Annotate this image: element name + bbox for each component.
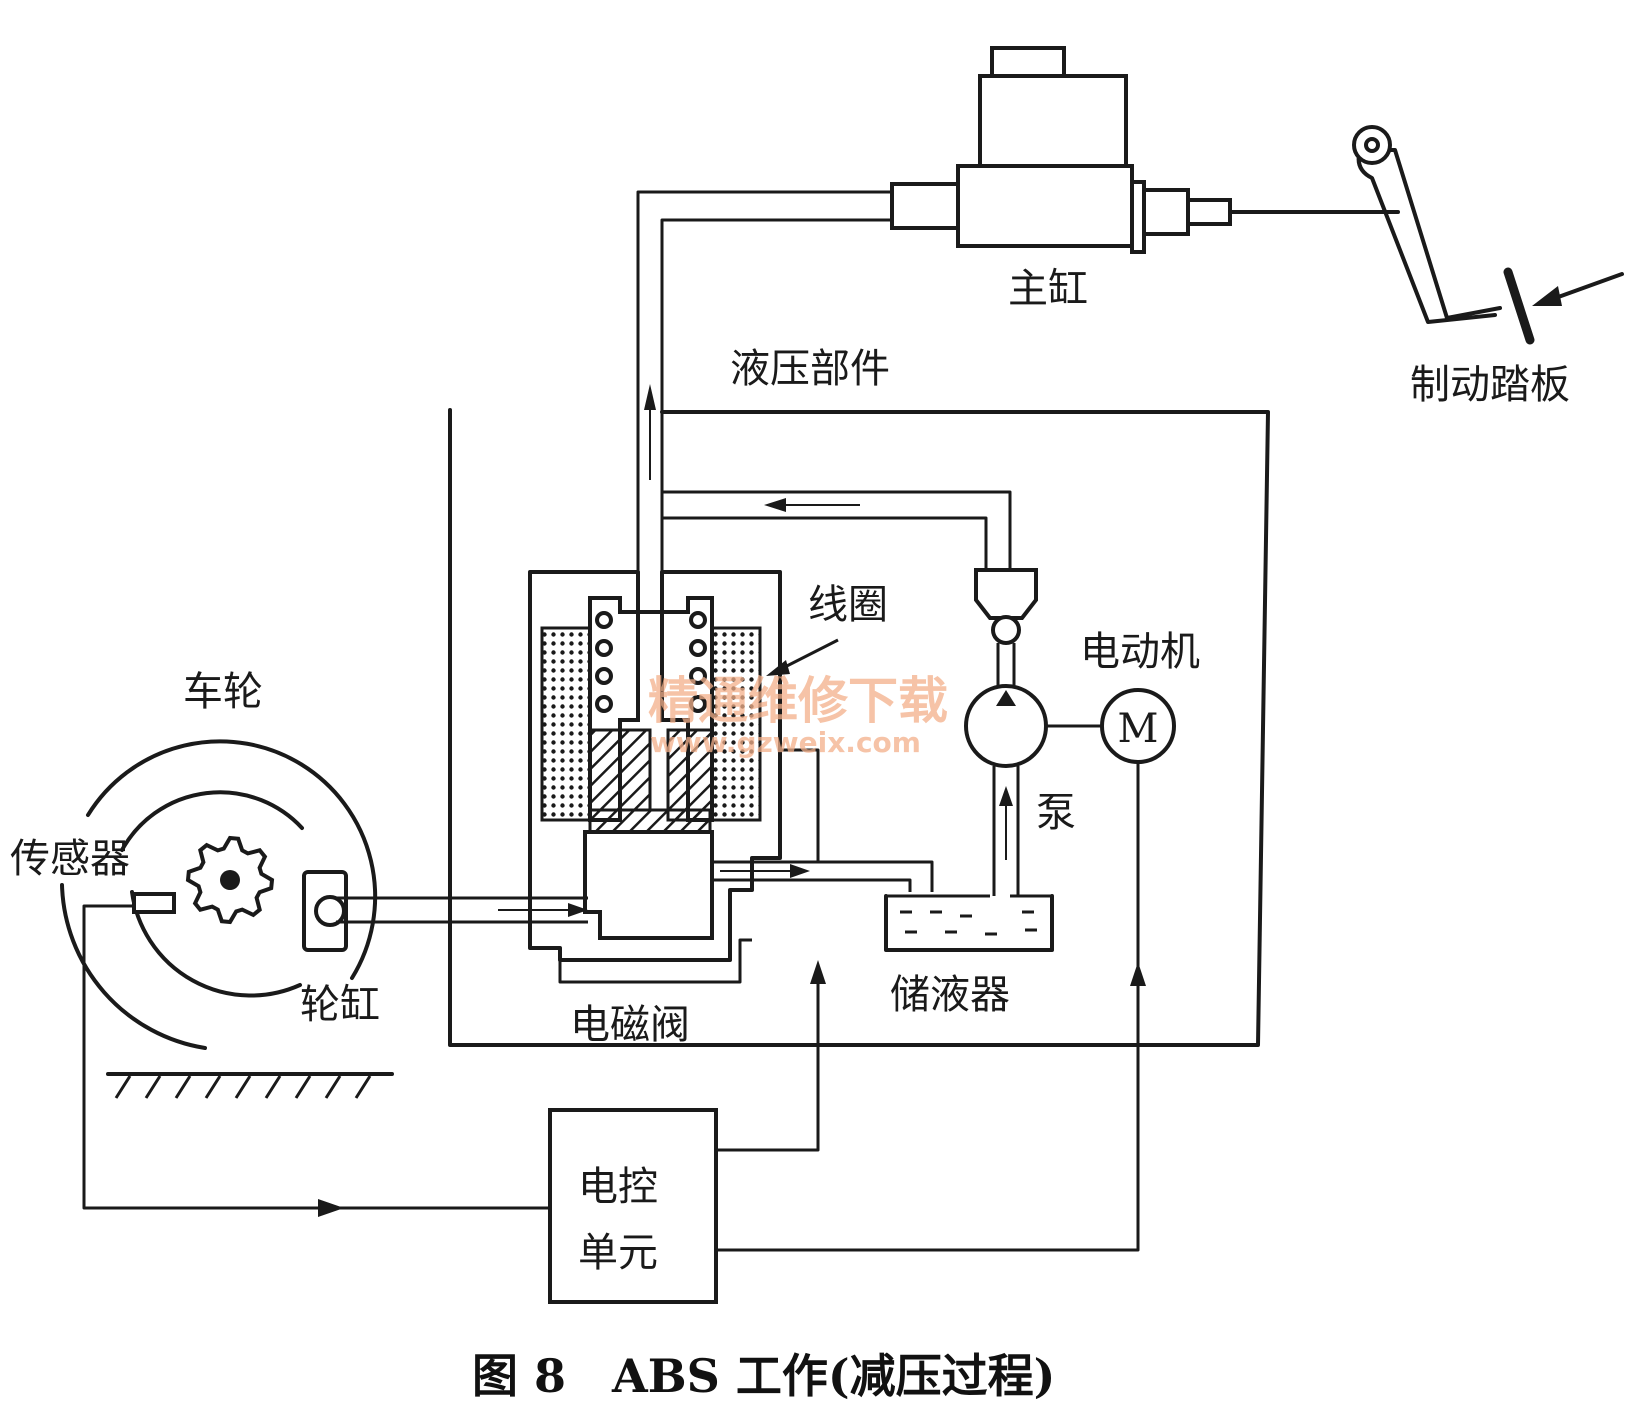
hydraulic-unit-box [448, 408, 1270, 1047]
label-ecu-line2: 单元 [578, 1230, 658, 1276]
tone-ring-gear [185, 835, 275, 925]
brake-pedal [1352, 125, 1535, 345]
label-master-cylinder: 主缸 [1008, 266, 1088, 312]
pump [964, 568, 1048, 896]
solenoid-valve [528, 570, 782, 984]
label-solenoid-valve: 电磁阀 [570, 1002, 690, 1048]
reservoir [884, 894, 1054, 952]
label-coil: 线圈 [808, 582, 888, 628]
watermark-url: www.gzweix.com [650, 726, 921, 759]
speed-sensor [132, 892, 176, 914]
watermark-text: 精通维修下载 [648, 672, 948, 730]
coil-right [710, 626, 762, 822]
ecu-box [548, 1108, 718, 1304]
pump-return-pipe [662, 490, 1012, 570]
wheel [60, 739, 378, 1050]
label-wheel: 车轮 [183, 669, 263, 715]
ground [106, 1072, 394, 1099]
pedal-force-arrow [1532, 272, 1624, 306]
label-motor: 电动机 [1080, 629, 1200, 675]
label-hydraulic-unit: 液压部件 [730, 346, 890, 392]
coil-left [540, 626, 592, 822]
valve-to-reservoir-pipe [712, 860, 934, 892]
sensor-to-ecu-line [82, 904, 550, 1210]
wheel-cylinder [302, 870, 348, 952]
label-reservoir: 储液器 [890, 972, 1010, 1018]
figure-caption: 图 8 ABS 工作(减压过程) [472, 1349, 1055, 1403]
label-brake-pedal: 制动踏板 [1410, 362, 1570, 408]
label-sensor: 传感器 [10, 836, 130, 882]
label-pump: 泵 [1036, 790, 1076, 836]
ecu-to-valve-line [716, 972, 820, 1152]
label-wheel-cylinder: 轮缸 [300, 982, 380, 1028]
master-cylinder [890, 46, 1232, 254]
label-ecu-line1: 电控 [578, 1164, 658, 1210]
svg-text:M: M [1118, 706, 1159, 752]
master-to-valve-pipe [636, 190, 892, 572]
motor: M [1100, 688, 1176, 764]
ecu-to-motor-line [716, 762, 1140, 1252]
